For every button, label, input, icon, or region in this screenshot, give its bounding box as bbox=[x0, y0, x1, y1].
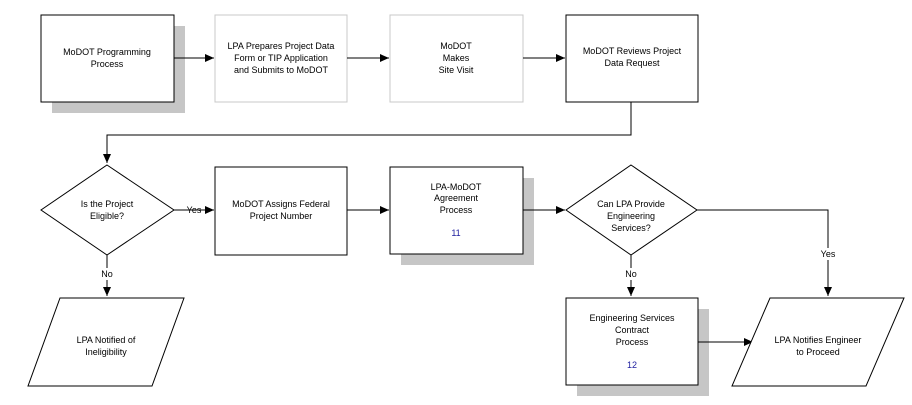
connector-arrow bbox=[103, 102, 632, 163]
node-box bbox=[214, 14, 348, 103]
decision-can-lpa-provide: Can LPA Provide Engineering Services? bbox=[565, 164, 698, 256]
node-label-line: Agreement bbox=[434, 193, 479, 203]
node-box bbox=[565, 14, 699, 103]
node-label-line: LPA-MoDOT bbox=[431, 182, 482, 192]
node-box bbox=[40, 14, 175, 103]
node-label-line: Site Visit bbox=[439, 65, 474, 75]
node-label-line: MoDOT Programming bbox=[63, 47, 151, 57]
edge-label-bg bbox=[96, 268, 118, 280]
node-box bbox=[214, 166, 348, 256]
node-label-line: Process bbox=[616, 337, 649, 347]
io-parallelogram bbox=[731, 297, 905, 387]
process-reference-link[interactable]: 12 bbox=[627, 360, 637, 370]
node-modot-programming: MoDOT Programming Process bbox=[40, 14, 185, 113]
process-reference-link[interactable]: 11 bbox=[451, 228, 460, 238]
node-eng-services: Engineering Services Contract Process 12 bbox=[565, 297, 709, 396]
node-label-line: Makes bbox=[443, 53, 470, 63]
node-label-line: LPA Notified of bbox=[77, 335, 136, 345]
node-label-line: MoDOT bbox=[440, 41, 472, 51]
node-reviews-request: MoDOT Reviews Project Data Request bbox=[565, 14, 699, 103]
node-label-line: Engineering bbox=[607, 211, 655, 221]
node-label-line: LPA Notifies Engineer bbox=[775, 335, 862, 345]
io-parallelogram bbox=[27, 297, 185, 387]
decision-diamond bbox=[565, 164, 698, 256]
node-label-line: Is the Project bbox=[81, 199, 134, 209]
connector-arrow bbox=[697, 209, 832, 296]
edge-label-bg bbox=[620, 268, 642, 280]
node-label-line: Project Number bbox=[250, 211, 313, 221]
node-label-line: MoDOT Reviews Project bbox=[583, 46, 682, 56]
node-box bbox=[565, 297, 699, 386]
edge-label-no: No bbox=[101, 269, 113, 279]
node-label-line: Eligible? bbox=[90, 211, 124, 221]
node-label-line: and Submits to MoDOT bbox=[234, 65, 329, 75]
node-ineligibility: LPA Notified of Ineligibility bbox=[27, 297, 185, 387]
node-assigns-number: MoDOT Assigns Federal Project Number bbox=[214, 166, 348, 256]
node-label-line: Engineering Services bbox=[589, 313, 675, 323]
node-label-line: Form or TIP Application bbox=[234, 53, 328, 63]
node-lpa-prepares: LPA Prepares Project Data Form or TIP Ap… bbox=[214, 14, 348, 103]
node-label-line: Can LPA Provide bbox=[597, 199, 665, 209]
edge-label-yes: Yes bbox=[187, 205, 202, 215]
decision-diamond bbox=[40, 164, 175, 256]
node-label-line: Process bbox=[91, 59, 124, 69]
node-label-line: Data Request bbox=[604, 58, 660, 68]
node-agreement: LPA-MoDOT Agreement Process 11 bbox=[389, 166, 534, 265]
node-label-line: Ineligibility bbox=[85, 347, 127, 357]
edge-label-no: No bbox=[625, 269, 637, 279]
node-label-line: Process bbox=[440, 205, 473, 215]
decision-is-eligible: Is the Project Eligible? bbox=[40, 164, 175, 256]
node-label-line: to Proceed bbox=[796, 347, 840, 357]
edge-label-bg bbox=[814, 248, 842, 260]
node-notifies-engineer: LPA Notifies Engineer to Proceed bbox=[731, 297, 905, 387]
node-label-line: Contract bbox=[615, 325, 650, 335]
node-label-line: Services? bbox=[611, 223, 651, 233]
node-label-line: LPA Prepares Project Data bbox=[228, 41, 335, 51]
node-box bbox=[389, 14, 524, 103]
node-label-line: MoDOT Assigns Federal bbox=[232, 199, 330, 209]
edge-label-yes: Yes bbox=[821, 249, 836, 259]
node-box bbox=[389, 166, 524, 255]
node-site-visit: MoDOT Makes Site Visit bbox=[389, 14, 524, 103]
